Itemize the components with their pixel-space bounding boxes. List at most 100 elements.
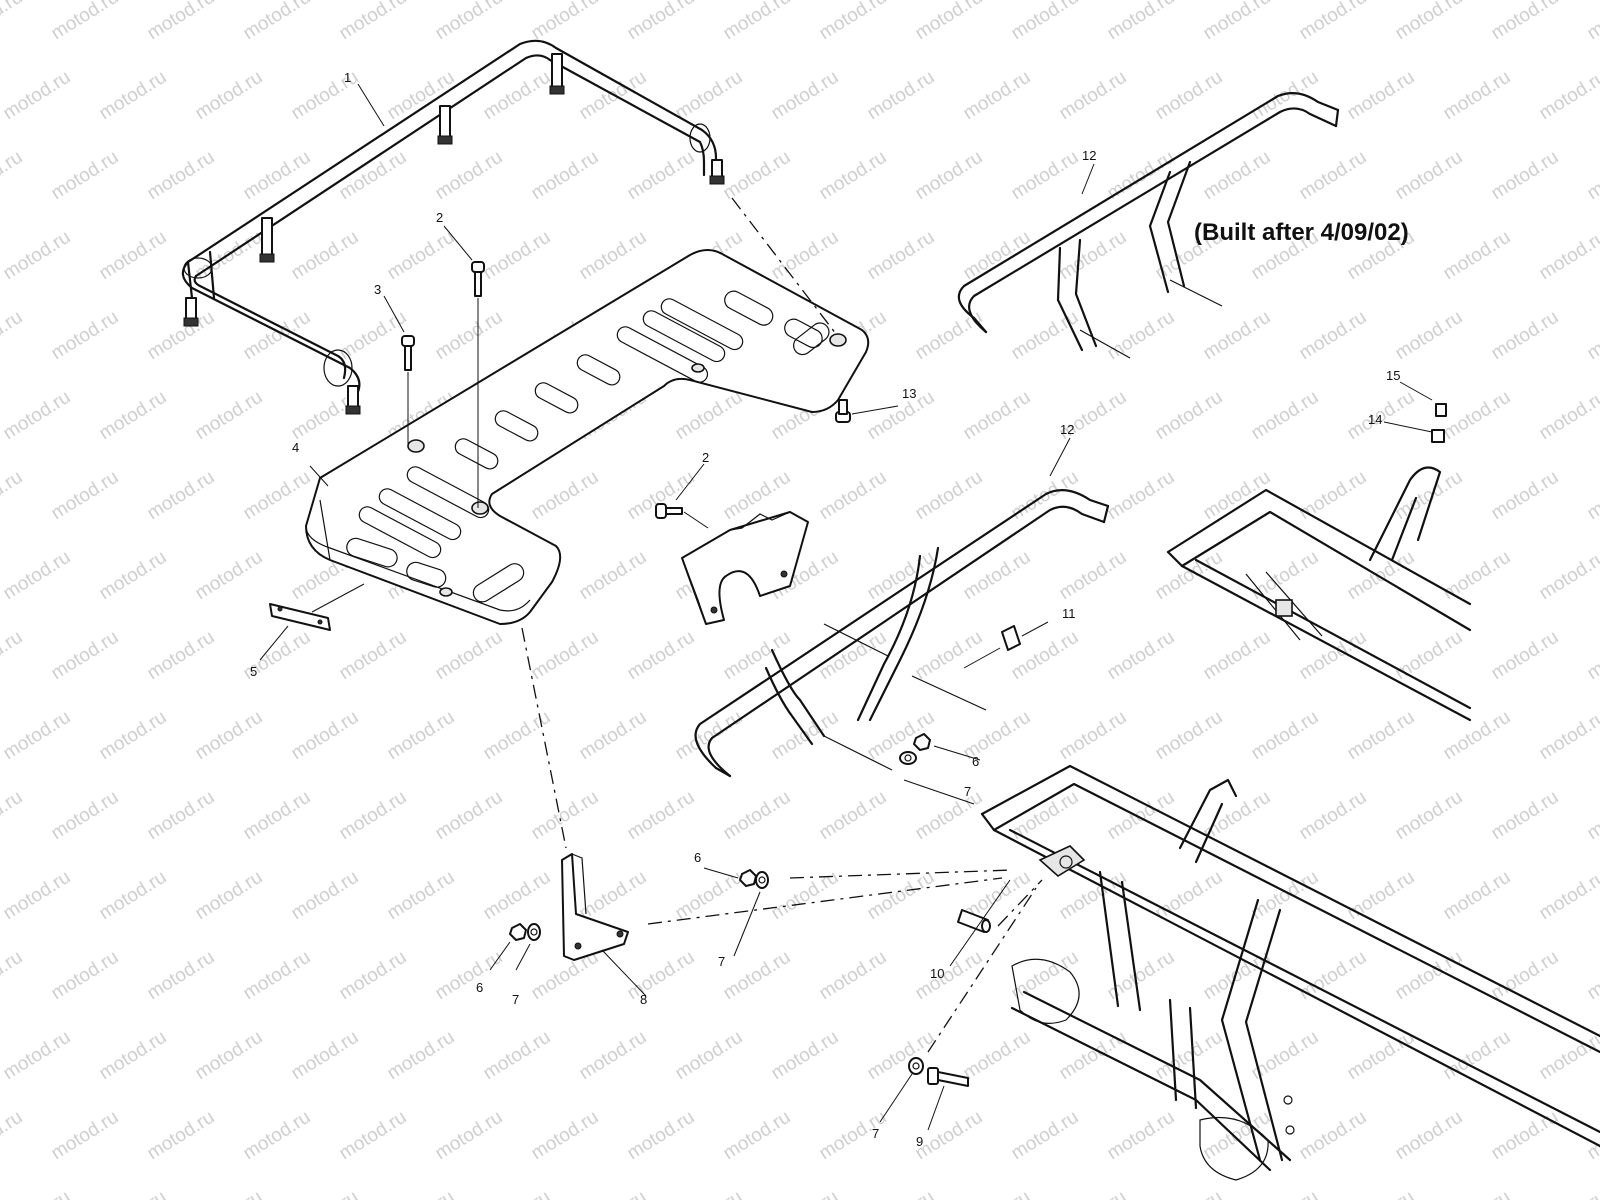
watermark-text: motod.ru — [720, 947, 795, 1005]
watermark-text: motod.ru — [0, 627, 26, 685]
part-7-washer-d — [908, 1057, 924, 1075]
watermark-text: motod.ru — [1440, 387, 1515, 445]
watermark-text: motod.ru — [1296, 1107, 1371, 1165]
watermark-text: motod.ru — [528, 1107, 603, 1165]
callout-11: 11 — [1062, 606, 1076, 621]
watermark-text: motod.ru — [912, 0, 987, 44]
watermark-text: motod.ru — [0, 787, 26, 845]
watermark-text: motod.ru — [1104, 307, 1179, 365]
watermark-text: motod.ru — [672, 67, 747, 125]
watermark-text: motod.ru — [1296, 0, 1371, 44]
watermark-text: motod.ru — [528, 467, 603, 525]
watermark-text: motod.ru — [1056, 227, 1131, 285]
watermark-text: motod.ru — [1344, 867, 1419, 925]
watermark-text: motod.ru — [912, 627, 987, 685]
watermark-text: motod.ru — [1392, 787, 1467, 845]
watermark-text: motod.ru — [624, 147, 699, 205]
part-3-bolt — [401, 335, 415, 446]
watermark-text: motod.ru — [0, 1187, 74, 1200]
watermark-text: motod.ru — [864, 1187, 939, 1200]
watermark-text: motod.ru — [0, 1027, 74, 1085]
watermark-text: motod.ru — [1344, 67, 1419, 125]
watermark-text: motod.ru — [1440, 67, 1515, 125]
part-4-rack-panel — [305, 249, 870, 625]
watermark-text: motod.ru — [96, 387, 171, 445]
callout-12-lower: 12 — [1060, 422, 1074, 437]
watermark-text: motod.ru — [1152, 387, 1227, 445]
part-12-upper-frame — [957, 91, 1340, 359]
watermark-text: motod.ru — [240, 307, 315, 365]
watermark-text: motod.ru — [96, 67, 171, 125]
watermark-text: motod.ru — [0, 1107, 26, 1165]
watermark-text: motod.ru — [1200, 307, 1275, 365]
watermark-text: motod.ru — [1248, 387, 1323, 445]
watermark-text: motod.ru — [480, 1187, 555, 1200]
watermark-text: motod.ru — [1008, 0, 1083, 44]
watermark-text: motod.ru — [672, 387, 747, 445]
build-date-note: (Built after 4/09/02) — [1194, 219, 1409, 246]
watermark-text: motod.ru — [1392, 627, 1467, 685]
watermark-text: motod.ru — [720, 147, 795, 205]
watermark-text: motod.ru — [1584, 1107, 1600, 1165]
watermark-text: motod.ru — [240, 1107, 315, 1165]
watermark-text: motod.ru — [96, 547, 171, 605]
watermark-text: motod.ru — [528, 147, 603, 205]
watermark-text: motod.ru — [1584, 0, 1600, 44]
callout-7-c: 7 — [512, 992, 519, 1007]
watermark-text: motod.ru — [192, 867, 267, 925]
watermark-text: motod.ru — [288, 1187, 363, 1200]
watermark-text: motod.ru — [1008, 307, 1083, 365]
watermark-text: motod.ru — [864, 67, 939, 125]
watermark-text: motod.ru — [1536, 547, 1600, 605]
watermark-text: motod.ru — [1056, 547, 1131, 605]
watermark-text: motod.ru — [480, 227, 555, 285]
watermark-text: motod.ru — [1536, 707, 1600, 765]
watermark-text: motod.ru — [1488, 947, 1563, 1005]
watermark-text: motod.ru — [144, 307, 219, 365]
callout-14: 14 — [1368, 412, 1382, 427]
watermark-text: motod.ru — [288, 1027, 363, 1085]
callout-1: 1 — [344, 70, 351, 85]
watermark-text: motod.ru — [240, 0, 315, 44]
watermark-text: motod.ru — [624, 1107, 699, 1165]
watermark-text: motod.ru — [1536, 227, 1600, 285]
watermark-text: motod.ru — [1344, 707, 1419, 765]
watermark-text: motod.ru — [1104, 1107, 1179, 1165]
watermark-text: motod.ru — [624, 947, 699, 1005]
watermark-text: motod.ru — [960, 67, 1035, 125]
watermark-text: motod.ru — [960, 227, 1035, 285]
watermark-text: motod.ru — [1488, 787, 1563, 845]
watermark-text: motod.ru — [720, 0, 795, 44]
watermark-text: motod.ru — [1440, 867, 1515, 925]
watermark-text: motod.ru — [1488, 307, 1563, 365]
watermark-text: motod.ru — [1536, 67, 1600, 125]
watermark-text: motod.ru — [192, 547, 267, 605]
watermark-text: motod.ru — [144, 947, 219, 1005]
watermark-text: motod.ru — [1200, 147, 1275, 205]
watermark-text: motod.ru — [1296, 467, 1371, 525]
watermark-text: motod.ru — [816, 467, 891, 525]
watermark-text: motod.ru — [1488, 0, 1563, 44]
watermark-text: motod.ru — [480, 67, 555, 125]
watermark-text: motod.ru — [1248, 1027, 1323, 1085]
watermark-text: motod.ru — [912, 307, 987, 365]
watermark-text: motod.ru — [528, 0, 603, 44]
callout-6-b: 6 — [694, 850, 701, 865]
watermark-text: motod.ru — [576, 547, 651, 605]
watermark-text: motod.ru — [720, 1107, 795, 1165]
watermark-text: motod.ru — [1440, 547, 1515, 605]
watermark-text: motod.ru — [1008, 1107, 1083, 1165]
watermark-text: motod.ru — [0, 307, 26, 365]
watermark-text: motod.ru — [0, 467, 26, 525]
watermark-text: motod.ru — [336, 947, 411, 1005]
part-2-bolt-short — [655, 503, 709, 529]
watermark-text: motod.ru — [144, 787, 219, 845]
watermark-text: motod.ru — [336, 1107, 411, 1165]
watermark-text: motod.ru — [624, 787, 699, 845]
watermark-text: motod.ru — [384, 707, 459, 765]
callout-5: 5 — [250, 664, 257, 679]
watermark-text: motod.ru — [1008, 947, 1083, 1005]
watermark-text: motod.ru — [432, 147, 507, 205]
watermark-text: motod.ru — [240, 787, 315, 845]
part-10-pin — [957, 909, 991, 933]
